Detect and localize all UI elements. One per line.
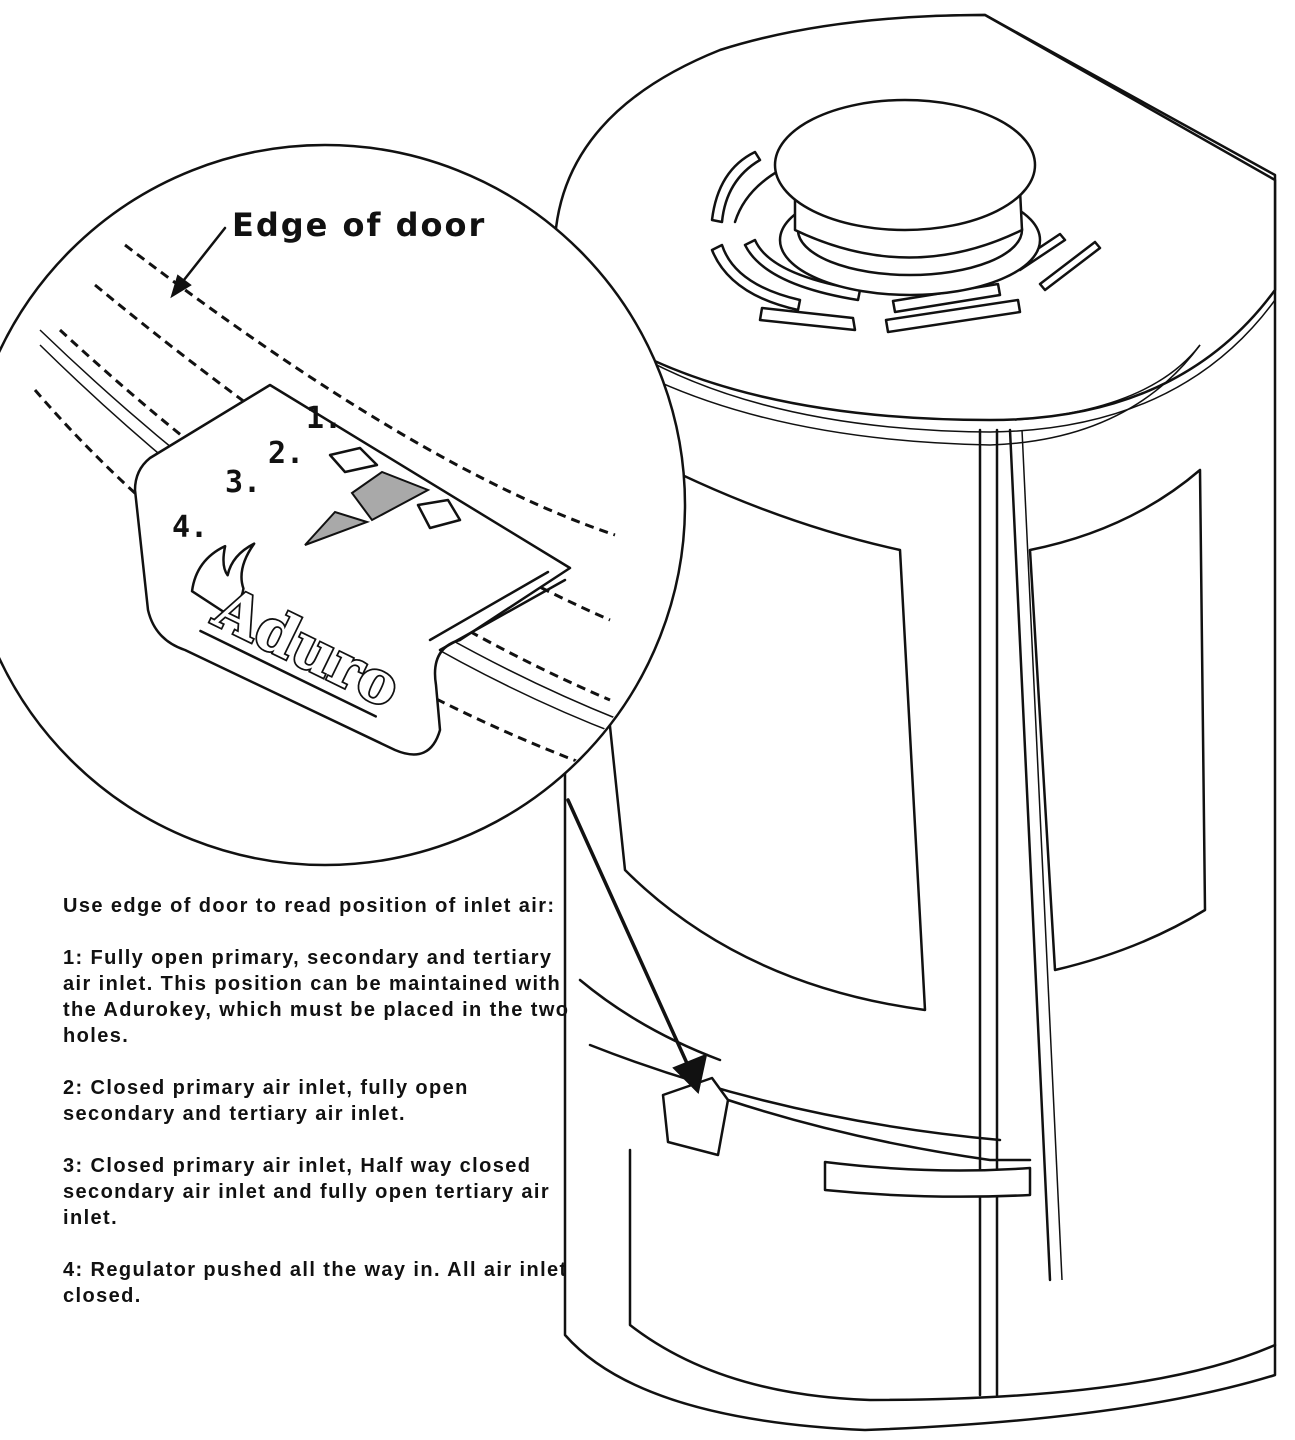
position-mark-3 (304, 510, 371, 546)
instruction-item-4: 4: Regulator pushed all the way in. All … (63, 1259, 568, 1307)
position-label-1: 1. (306, 401, 342, 436)
adurokey-hole-1 (328, 446, 379, 474)
instruction-item-3: 3: Closed primary air inlet, Half way cl… (63, 1155, 551, 1229)
edge-of-door-label: Edge of door (232, 206, 486, 244)
instruction-item-1: 1: Fully open primary, secondary and ter… (63, 947, 570, 1047)
position-label-2: 2. (268, 436, 304, 471)
top-vent-slots (710, 150, 1102, 334)
instruction-item-2: 2: Closed primary air inlet, fully open … (63, 1077, 469, 1125)
zoom-pointer-arrow (566, 798, 708, 1095)
callout-arrow (170, 226, 227, 299)
edge-line-1 (124, 243, 616, 537)
position-label-4: 4. (172, 510, 208, 545)
right-window (1028, 468, 1207, 972)
regulator-plate (133, 383, 572, 756)
flue-collar (773, 98, 1042, 297)
stove-base (628, 1148, 1277, 1402)
position-label-3: 3. (225, 465, 261, 500)
flue-cap (773, 98, 1037, 232)
adurokey-hole-2 (416, 498, 462, 530)
zoom-detail: Aduro 1. 2. 3. 4. Edge of door (0, 143, 708, 1095)
stove (553, 13, 1277, 1432)
position-mark-2 (350, 470, 431, 522)
instructions-intro: Use edge of door to read position of inl… (63, 895, 556, 917)
left-window (576, 418, 927, 1012)
flame-icon (190, 542, 256, 615)
stove-regulator (661, 1076, 1032, 1198)
instructions: Use edge of door to read position of inl… (63, 893, 588, 1335)
